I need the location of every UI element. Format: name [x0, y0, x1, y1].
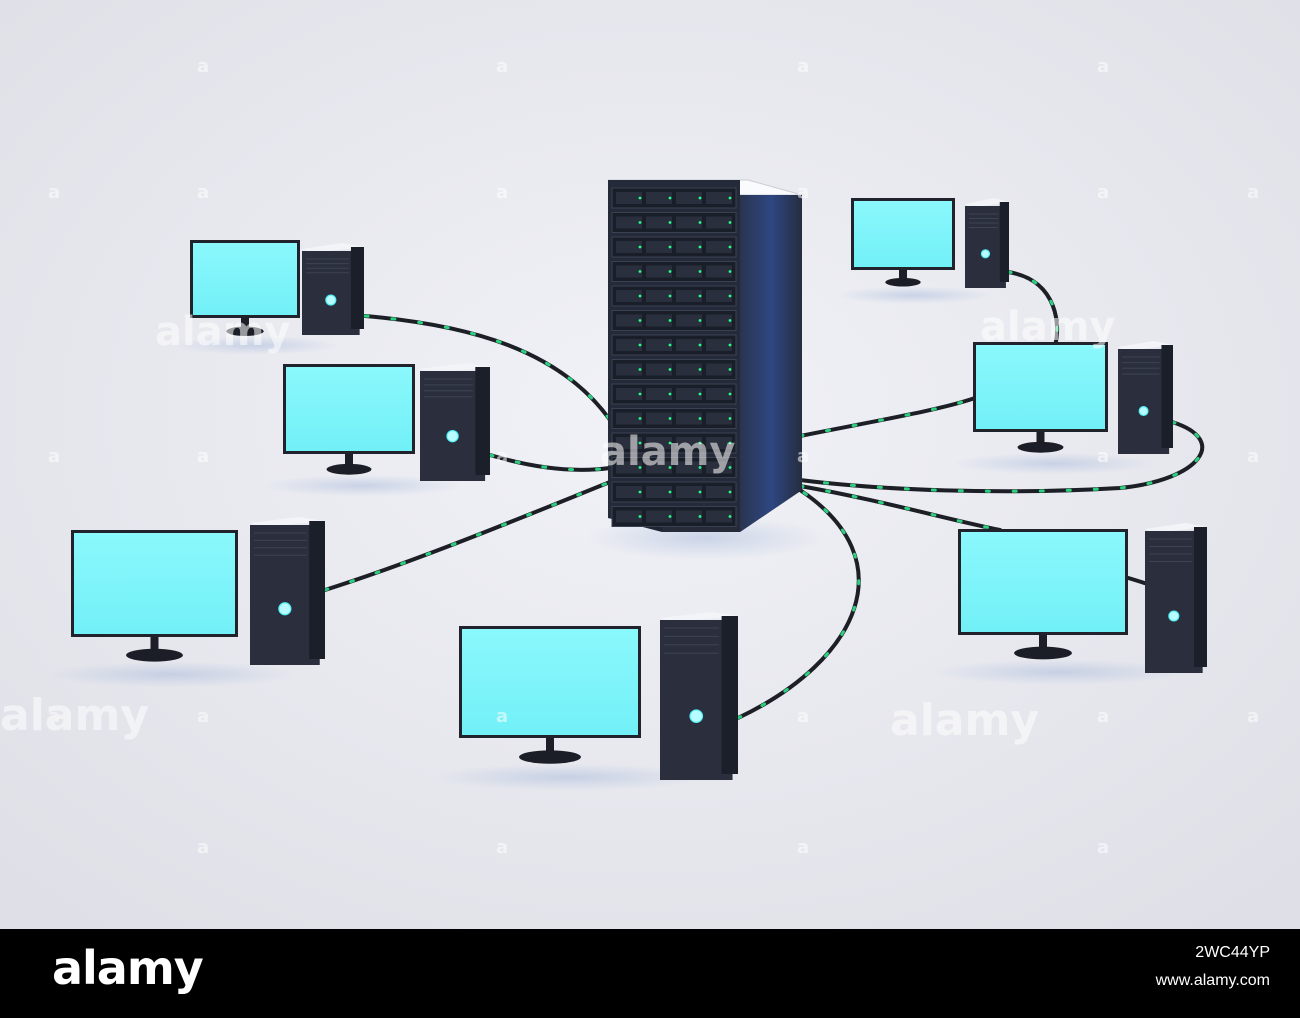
- watermark-text: alamy: [980, 304, 1115, 350]
- monitor-icon: [71, 530, 238, 662]
- watermark-mark: a: [197, 706, 209, 727]
- watermark-mark: a: [197, 446, 209, 467]
- server-rack-icon: [585, 179, 825, 560]
- cable-right-loop: [798, 420, 1205, 494]
- footer-logo: alamy: [52, 941, 204, 995]
- watermark-mark: a: [1097, 56, 1109, 77]
- cable-top-right: [1006, 270, 1060, 347]
- monitor-icon: [283, 364, 415, 475]
- watermark-mark: a: [1247, 446, 1259, 467]
- monitor-icon: [190, 240, 300, 336]
- workstation: [173, 240, 364, 355]
- workstation: [263, 363, 490, 497]
- footer-url: www.alamy.com: [1155, 972, 1270, 989]
- watermark-mark: a: [797, 706, 809, 727]
- watermark-mark: a: [197, 837, 209, 858]
- watermark-text: alamy: [0, 690, 149, 741]
- watermark-mark: a: [496, 837, 508, 858]
- watermark-mark: a: [197, 56, 209, 77]
- watermark-mark: a: [48, 446, 60, 467]
- workstation: [932, 523, 1207, 685]
- image-id: 2WC44YP: [1195, 944, 1270, 961]
- watermark-mark: a: [797, 837, 809, 858]
- monitor-icon: [973, 342, 1108, 453]
- desktop-tower-icon: [420, 363, 490, 481]
- monitor-icon: [459, 626, 641, 764]
- watermark-mark: a: [1097, 446, 1109, 467]
- watermark-mark: a: [496, 182, 508, 203]
- workstations: [45, 198, 1207, 791]
- watermark-mark: a: [1247, 182, 1259, 203]
- workstation: [952, 341, 1173, 475]
- monitor-icon: [958, 529, 1128, 660]
- watermark-text: alamy: [155, 309, 290, 355]
- watermark-mark: a: [48, 706, 60, 727]
- watermark-mark: a: [496, 446, 508, 467]
- watermark-mark: a: [197, 182, 209, 203]
- desktop-tower-icon: [250, 517, 325, 665]
- workstation: [835, 198, 1009, 304]
- watermark-mark: a: [1247, 706, 1259, 727]
- monitor-icon: [851, 198, 955, 287]
- desktop-tower-icon: [302, 243, 364, 335]
- footer-bar: alamy 2WC44YP www.alamy.com: [0, 929, 1300, 1018]
- watermark-mark: a: [797, 446, 809, 467]
- desktop-tower-icon: [1145, 523, 1207, 673]
- watermark-mark: a: [797, 182, 809, 203]
- watermark-mark: a: [1097, 837, 1109, 858]
- watermark-text: alamy: [890, 695, 1039, 746]
- watermark-mark: a: [496, 706, 508, 727]
- desktop-tower-icon: [1118, 341, 1173, 454]
- rack-units: [611, 187, 737, 527]
- desktop-tower-icon: [965, 198, 1009, 288]
- watermark-mark: a: [1097, 706, 1109, 727]
- watermark-mark: a: [496, 56, 508, 77]
- watermark-mark: a: [1097, 182, 1109, 203]
- watermark-mark: a: [48, 182, 60, 203]
- workstation: [431, 612, 738, 791]
- watermark-text: alamy: [600, 429, 735, 475]
- watermark-mark: a: [797, 56, 809, 77]
- desktop-tower-icon: [660, 612, 738, 780]
- workstation: [45, 517, 325, 688]
